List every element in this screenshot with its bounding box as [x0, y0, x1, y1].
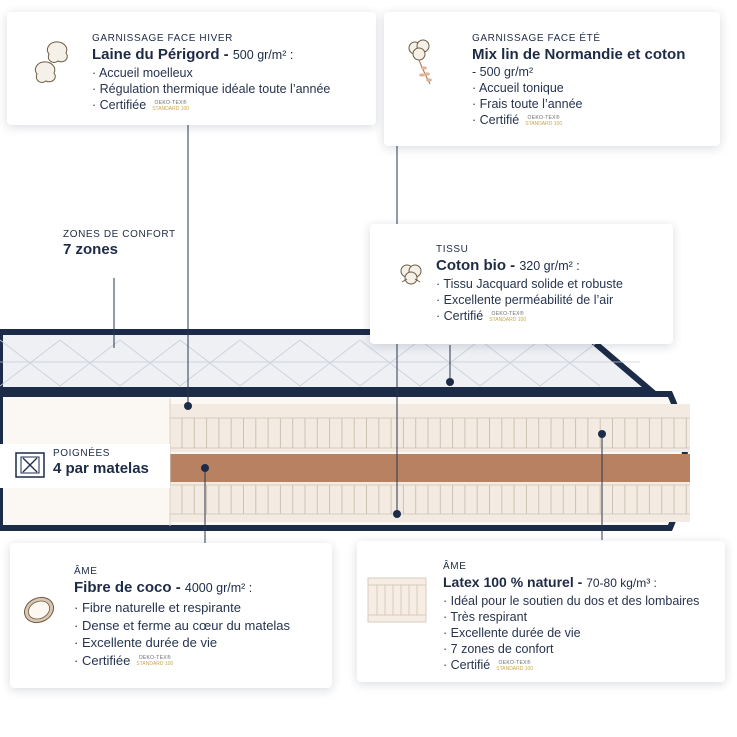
summer-spec: - 500 gr/m²	[472, 65, 534, 79]
winter-bullet-1: Accueil moelleux	[92, 65, 330, 81]
latex-bullet-3: Excellente durée de vie	[443, 625, 699, 641]
oeko-tex-badge: OEKO-TEX®STANDARD 100	[136, 655, 174, 668]
lower-latex-layer	[170, 482, 690, 522]
card-summer-filling: GARNISSAGE FACE ÉTÉ Mix lin de Normandie…	[384, 12, 720, 146]
zones-title: 7 zones	[63, 241, 119, 258]
summer-kicker: GARNISSAGE FACE ÉTÉ	[472, 33, 601, 44]
summer-title: Mix lin de Normandie et coton	[472, 46, 686, 63]
card-winter-filling: GARNISSAGE FACE HIVER Laine du Périgord …	[7, 12, 376, 125]
handle-icon	[15, 452, 45, 478]
coco-bullet-1: Fibre naturelle et respirante	[74, 599, 290, 617]
fabric-bullet-1: Tissu Jacquard solide et robuste	[436, 276, 623, 292]
lower-latex-divisions	[181, 485, 687, 514]
lower-latex-cells	[170, 484, 690, 515]
winter-bullet-2: Régulation thermique idéale toute l’anné…	[92, 81, 331, 97]
latex-bullet-4: 7 zones de confort	[443, 641, 699, 657]
oeko-tex-badge: OEKO-TEX®STANDARD 100	[525, 114, 563, 127]
handles-title: 4 par matelas	[53, 460, 149, 477]
oeko-tex-badge: OEKO-TEX®STANDARD 100	[489, 310, 527, 323]
latex-bullet-2: Très respirant	[443, 609, 699, 625]
card-coconut-core: ÂME Fibre de coco - 4000 gr/m² : Fibre n…	[10, 543, 332, 688]
fabric-bullet-2: Excellente perméabilité de l’air	[436, 292, 623, 308]
coconut-icon	[23, 596, 55, 624]
wool-icon	[34, 41, 68, 83]
leader-dots	[184, 378, 606, 518]
fabric-title: Coton bio - 320 gr/m² :	[436, 257, 580, 274]
latex-block-icon	[367, 577, 427, 623]
upper-latex-divisions	[181, 418, 687, 448]
card-latex-core: ÂME Latex 100 % naturel - 70-80 kg/m³ : …	[357, 541, 725, 682]
coco-layer	[170, 454, 690, 482]
card-fabric: TISSU Coton bio - 320 gr/m² : Tissu Jacq…	[370, 224, 673, 344]
upper-latex-cells	[170, 417, 690, 449]
quilt-pattern	[0, 339, 640, 387]
summer-bullet-1: Accueil tonique	[472, 80, 685, 96]
latex-bullet-1: Idéal pour le soutien du dos et des lomb…	[443, 593, 700, 609]
oeko-tex-badge: OEKO-TEX®STANDARD 100	[496, 659, 534, 672]
coco-title: Fibre de coco - 4000 gr/m² :	[74, 579, 253, 596]
latex-title: Latex 100 % naturel - 70-80 kg/m³ :	[443, 574, 657, 590]
oeko-tex-badge: OEKO-TEX®STANDARD 100	[152, 99, 190, 112]
handles-kicker: POIGNÉES	[53, 448, 111, 459]
latex-kicker: ÂME	[443, 561, 467, 572]
zones-label: ZONES DE CONFORT 7 zones	[63, 229, 176, 258]
fabric-kicker: TISSU	[436, 244, 469, 255]
cotton-flower-icon	[400, 264, 422, 285]
zones-kicker: ZONES DE CONFORT	[63, 229, 176, 240]
winter-kicker: GARNISSAGE FACE HIVER	[92, 33, 233, 44]
upper-latex-layer	[170, 404, 690, 452]
cotton-linen-icon	[408, 39, 432, 85]
winter-title: Laine du Périgord - 500 gr/m² :	[92, 46, 294, 63]
coco-kicker: ÂME	[74, 566, 98, 577]
coco-bullet-3: Excellente durée de vie	[74, 634, 290, 652]
handles-label: POIGNÉES 4 par matelas	[0, 444, 170, 488]
summer-bullet-2: Frais toute l’année	[472, 96, 685, 112]
coco-bullet-2: Dense et ferme au cœur du matelas	[74, 617, 290, 635]
